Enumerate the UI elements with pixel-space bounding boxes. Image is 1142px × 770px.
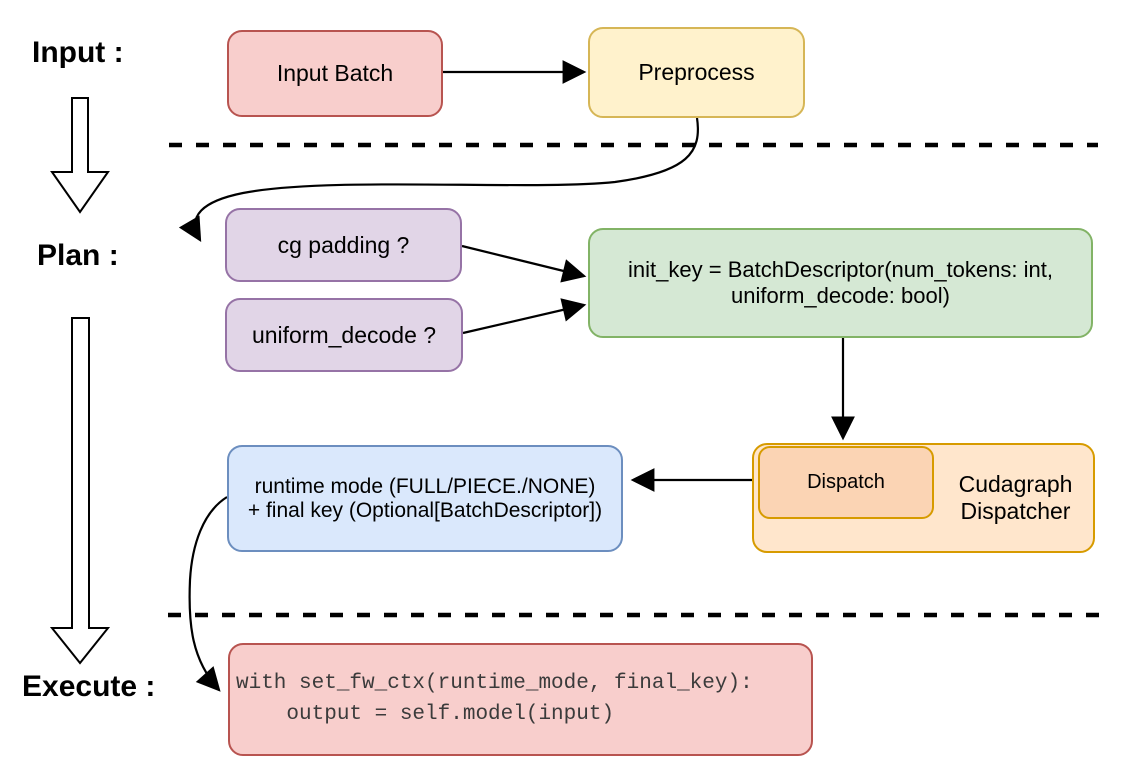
node-input-batch-label: Input Batch [276, 60, 394, 86]
connector-cgpadding-to-initkey [461, 244, 587, 283]
node-runtime-mode: runtime mode (FULL/PIECE./NONE) + final … [227, 445, 623, 552]
node-uniform-decode: uniform_decode ? [225, 298, 463, 372]
stage-label-execute: Execute : [22, 670, 156, 703]
connector-uniformdecode-to-initkey [462, 298, 587, 335]
node-init-key-label: init_key = BatchDescriptor(num_tokens: i… [628, 257, 1053, 308]
node-cudagraph-dispatcher-label: Cudagraph Dispatcher [958, 471, 1073, 524]
node-preprocess-label: Preprocess [638, 59, 755, 85]
stage-label-plan: Plan : [37, 239, 119, 272]
node-dispatch: Dispatch [758, 446, 934, 519]
node-runtime-mode-label: runtime mode (FULL/PIECE./NONE) + final … [247, 474, 603, 522]
node-preprocess: Preprocess [588, 27, 805, 118]
node-input-batch: Input Batch [227, 30, 443, 117]
node-cg-padding-label: cg padding ? [277, 231, 410, 258]
node-execute-code: with set_fw_ctx(runtime_mode, final_key)… [228, 643, 813, 756]
node-cg-padding: cg padding ? [225, 208, 462, 282]
node-uniform-decode-label: uniform_decode ? [251, 321, 437, 348]
node-execute-code-text: with set_fw_ctx(runtime_mode, final_key)… [236, 672, 753, 726]
down-block-arrow-input-plan [50, 97, 110, 214]
connector-runtimemode-to-executecode [188, 496, 228, 692]
down-block-arrow-plan-execute [49, 317, 111, 665]
stage-label-input: Input : [32, 36, 124, 69]
node-cudagraph-dispatcher: Dispatch Cudagraph Dispatcher [752, 443, 1095, 553]
node-init-key: init_key = BatchDescriptor(num_tokens: i… [588, 228, 1093, 338]
node-dispatch-label: Dispatch [807, 471, 885, 493]
